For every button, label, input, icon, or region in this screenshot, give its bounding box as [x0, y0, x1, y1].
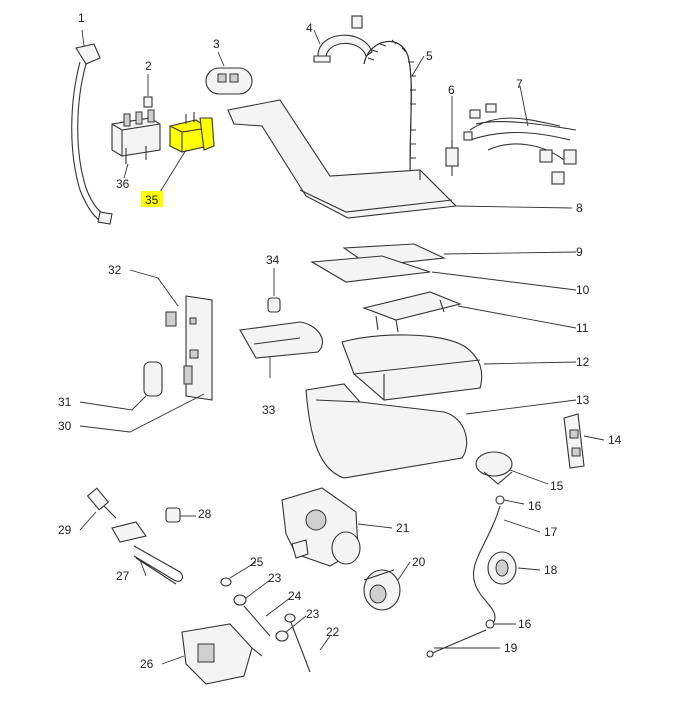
part-16-clip-upper[interactable]	[495, 495, 505, 505]
label-part-21: 21	[396, 521, 410, 535]
label-part-25: 25	[250, 555, 264, 569]
part-20-pump-filter[interactable]	[363, 569, 401, 611]
label-part-19: 19	[504, 641, 518, 655]
label-part-35-highlight	[141, 191, 163, 207]
part-35-highlighted-component[interactable]	[169, 112, 215, 153]
label-part-29: 29	[58, 523, 72, 537]
part-2-cap[interactable]	[143, 96, 153, 108]
part-25-nut[interactable]	[220, 577, 232, 587]
label-part-30: 30	[58, 419, 72, 433]
part-34-cylinder[interactable]	[267, 297, 281, 313]
label-part-11: 11	[576, 321, 589, 335]
label-part-3: 3	[213, 37, 220, 51]
part-19-pin[interactable]	[426, 629, 487, 658]
part-23-washer-upper[interactable]	[233, 594, 247, 606]
label-part-20: 20	[412, 555, 426, 569]
label-part-31: 31	[58, 395, 72, 409]
part-28-bushing[interactable]	[165, 507, 181, 523]
part-21-drain-pump[interactable]	[281, 487, 361, 567]
label-part-6: 6	[448, 83, 455, 97]
part-22-screw[interactable]	[284, 613, 311, 673]
label-part-12: 12	[576, 355, 590, 369]
part-23-washer-lower[interactable]	[275, 630, 289, 642]
label-part-18: 18	[544, 563, 558, 577]
label-part-1: 1	[78, 11, 85, 25]
label-part-32: 32	[108, 263, 122, 277]
part-27-heater-element[interactable]	[111, 521, 183, 585]
label-part-17: 17	[544, 525, 558, 539]
label-part-5: 5	[426, 49, 433, 63]
label-part-22: 22	[326, 625, 340, 639]
label-part-13: 13	[576, 393, 590, 407]
label-part-27: 27	[116, 569, 130, 583]
part-8-top-cover[interactable]	[227, 99, 458, 219]
label-part-10: 10	[576, 283, 590, 297]
part-29-thermostat[interactable]	[86, 487, 117, 519]
label-part-36: 36	[116, 177, 130, 191]
part-10-filter-pad[interactable]	[310, 255, 431, 283]
part-7-wiring-harness[interactable]	[463, 103, 577, 185]
part-16-clip-lower[interactable]	[485, 619, 495, 629]
part-11-deflector[interactable]	[362, 291, 462, 333]
label-part-16-lower: 16	[518, 617, 532, 631]
part-14-bracket[interactable]	[563, 413, 585, 469]
part-13-basin[interactable]	[305, 383, 468, 479]
part-6-sensor[interactable]	[445, 140, 459, 176]
part-18-ring[interactable]	[487, 551, 517, 585]
part-5-drain-hose[interactable]	[363, 39, 416, 181]
label-part-33: 33	[262, 403, 276, 417]
label-part-28: 28	[198, 507, 212, 521]
label-part-8: 8	[576, 201, 583, 215]
label-part-16-upper: 16	[528, 499, 542, 513]
part-17-pressure-tube[interactable]	[472, 505, 501, 623]
part-4-clamp[interactable]	[313, 15, 373, 63]
label-part-26: 26	[140, 657, 154, 671]
label-part-34: 34	[266, 253, 280, 267]
label-part-15: 15	[550, 479, 564, 493]
label-part-4: 4	[306, 21, 313, 35]
leader-lines	[79, 29, 605, 665]
part-32-control-board[interactable]	[165, 295, 213, 401]
label-part-23-upper: 23	[268, 571, 282, 585]
label-part-23-lower: 23	[306, 607, 320, 621]
label-part-9: 9	[576, 245, 583, 259]
part-15-pressure-switch[interactable]	[475, 451, 513, 485]
part-31-capacitor[interactable]	[143, 361, 163, 397]
part-1-inlet-hose[interactable]	[71, 43, 113, 225]
label-part-2: 2	[145, 59, 152, 73]
part-33-tray[interactable]	[239, 321, 324, 359]
label-part-14: 14	[608, 433, 622, 447]
part-number-labels: 1 2 3 4 5 6 7 8 9 10 11 12 13 14 15 16 1…	[58, 11, 622, 671]
part-26-motor[interactable]	[181, 623, 263, 685]
part-24-rod[interactable]	[243, 605, 271, 637]
part-36-valve-block[interactable]	[111, 109, 161, 164]
part-3-gasket[interactable]	[205, 67, 253, 95]
label-part-7: 7	[516, 77, 523, 91]
part-12-drawer-housing[interactable]	[341, 334, 483, 401]
label-part-24: 24	[288, 589, 302, 603]
label-part-35: 35	[145, 193, 159, 207]
